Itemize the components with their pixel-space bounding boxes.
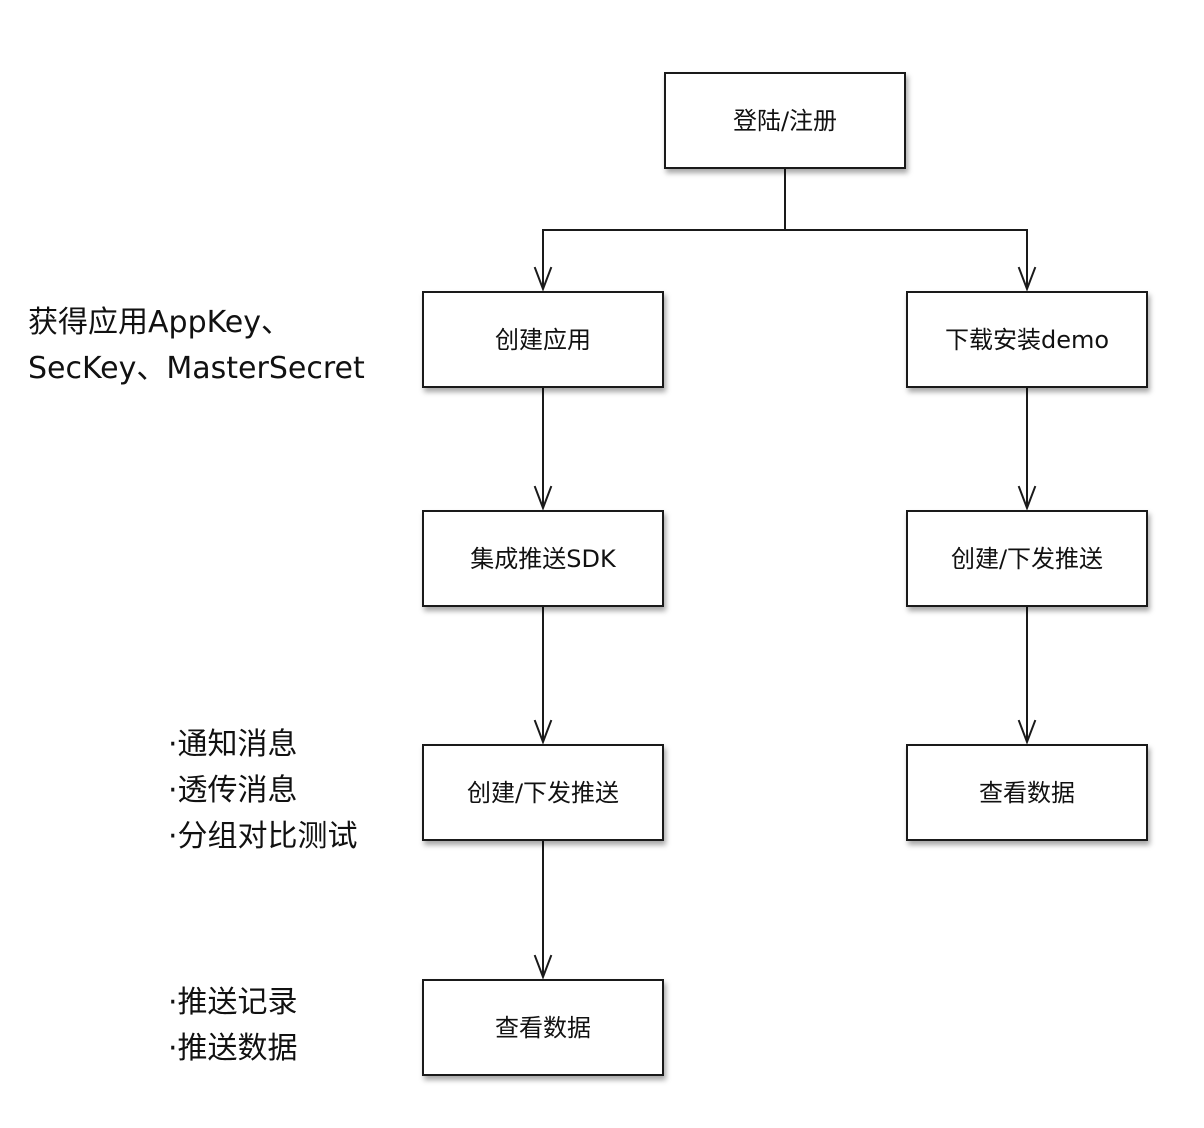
arrowhead-download-demo (1017, 266, 1037, 292)
arrowhead-left-push (533, 719, 553, 745)
app-keys-note-line: SecKey、MasterSecret (28, 351, 365, 386)
push-type-item: ·透传消息 (168, 773, 298, 808)
integrate-sdk-label: 集成推送SDK (470, 544, 616, 573)
view-item: ·推送数据 (168, 1031, 298, 1066)
right-view-data-label: 查看数据 (979, 778, 1075, 807)
right-view-data-box: 查看数据 (906, 744, 1148, 841)
push-type-item: ·分组对比测试 (168, 819, 358, 854)
integrate-sdk-box: 集成推送SDK (422, 510, 664, 607)
create-app-box: 创建应用 (422, 291, 664, 388)
download-demo-box: 下载安装demo (906, 291, 1148, 388)
left-create-push-box: 创建/下发推送 (422, 744, 664, 841)
arrowhead-sdk (533, 485, 553, 511)
right-create-push-box: 创建/下发推送 (906, 510, 1148, 607)
download-demo-label: 下载安装demo (944, 325, 1110, 354)
left-view-data-box: 查看数据 (422, 979, 664, 1076)
app-keys-note-line: 获得应用AppKey、 (28, 305, 291, 340)
login-register-box: 登陆/注册 (664, 72, 906, 169)
right-create-push-label: 创建/下发推送 (950, 544, 1104, 573)
view-item: ·推送记录 (168, 985, 298, 1020)
push-type-item: ·通知消息 (168, 727, 298, 762)
arrowhead-left-view (533, 954, 553, 980)
push-types-note: ·通知消息 ·透传消息 ·分组对比测试 (168, 722, 358, 860)
view-items-note: ·推送记录 ·推送数据 (168, 980, 298, 1072)
login-register-label: 登陆/注册 (732, 106, 838, 135)
arrowhead-right-push (1017, 485, 1037, 511)
create-app-label: 创建应用 (495, 325, 591, 354)
app-keys-note: 获得应用AppKey、 SecKey、MasterSecret (28, 300, 365, 392)
left-create-push-label: 创建/下发推送 (466, 778, 620, 807)
arrowhead-create-app (533, 266, 553, 292)
arrowhead-right-view (1017, 719, 1037, 745)
left-view-data-label: 查看数据 (495, 1013, 591, 1042)
